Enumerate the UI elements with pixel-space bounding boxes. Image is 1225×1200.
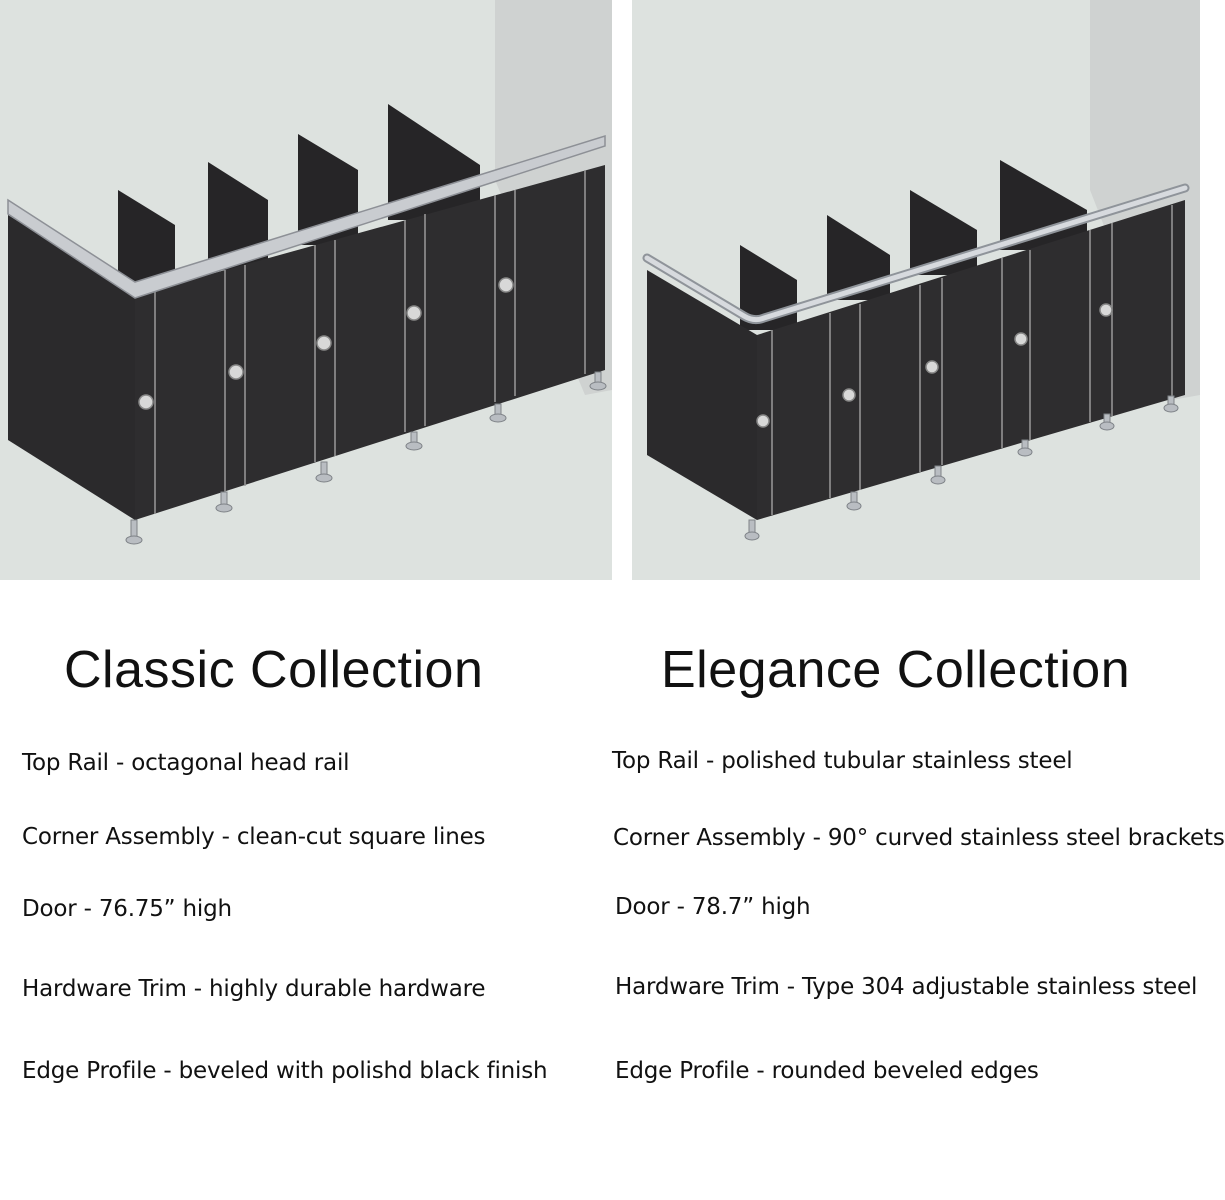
classic-partition-illustration	[0, 0, 612, 580]
elegance-feature-corner-assembly: Corner Assembly - 90° curved stainless s…	[613, 825, 1225, 851]
classic-feature-top-rail: Top Rail - octagonal head rail	[22, 750, 350, 776]
classic-feature-hardware-trim: Hardware Trim - highly durable hardware	[22, 976, 486, 1002]
classic-feature-door: Door - 76.75” high	[22, 896, 232, 922]
classic-collection-title: Classic Collection	[64, 641, 484, 699]
elegance-feature-door: Door - 78.7” high	[615, 894, 811, 920]
elegance-collection-title: Elegance Collection	[661, 641, 1131, 699]
classic-feature-edge-profile: Edge Profile - beveled with polishd blac…	[22, 1058, 548, 1084]
elegance-feature-hardware-trim: Hardware Trim - Type 304 adjustable stai…	[615, 974, 1198, 1000]
classic-feature-corner-assembly: Corner Assembly - clean-cut square lines	[22, 824, 486, 850]
elegance-partition-illustration	[632, 0, 1200, 580]
elegance-feature-edge-profile: Edge Profile - rounded beveled edges	[615, 1058, 1039, 1084]
elegance-feature-top-rail: Top Rail - polished tubular stainless st…	[612, 748, 1073, 774]
